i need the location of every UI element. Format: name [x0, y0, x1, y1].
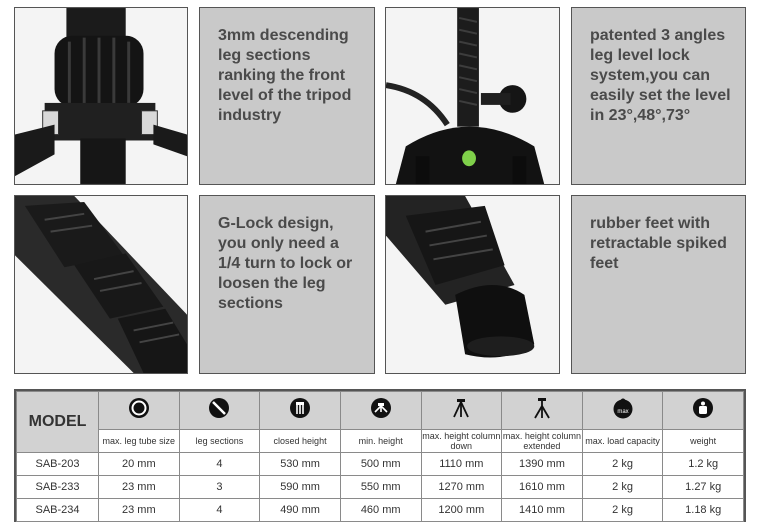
feature-text: rubber feet with retractable spiked feet — [590, 215, 727, 272]
model-cell: SAB-234 — [16, 498, 99, 522]
table-cell: 1.27 kg — [662, 475, 744, 499]
table-cell: 1110 mm — [420, 452, 503, 476]
table-cell: 490 mm — [259, 498, 341, 522]
feature-panel-angle-lock: patented 3 angles leg level lock system,… — [571, 7, 746, 185]
table-cell: 530 mm — [259, 452, 341, 476]
table-cell: 500 mm — [339, 452, 422, 476]
table-cell: 1390 mm — [501, 452, 583, 476]
center-column-illustration — [386, 8, 559, 184]
feature-panel-g-lock: G-Lock design, you only need a 1/4 turn … — [199, 195, 375, 374]
table-cell: 1.2 kg — [662, 452, 744, 476]
photo-rubber-foot — [385, 195, 560, 374]
feature-text: 3mm descending leg sections ranking the … — [218, 27, 352, 124]
spec-icon-row: MODEL max — [16, 391, 744, 453]
table-cell: 4 — [178, 452, 261, 476]
table-cell: 1200 mm — [420, 498, 503, 522]
photo-leg-lock-top — [14, 7, 188, 185]
column-label: min. height — [339, 429, 422, 453]
column-label: max. leg tube size — [98, 429, 180, 453]
weight-icon — [693, 398, 714, 418]
max-label: max — [617, 409, 628, 415]
model-cell: SAB-203 — [16, 452, 99, 476]
table-cell: 23 mm — [98, 475, 180, 499]
table-row: SAB-203 20 mm 4 530 mm 500 mm 1110 mm 13… — [16, 452, 744, 476]
table-cell: 1610 mm — [501, 475, 583, 499]
spec-table: MODEL max max. leg tube size leg section… — [14, 389, 746, 522]
tripod-icon — [453, 399, 470, 418]
table-cell: 2 kg — [581, 475, 664, 499]
table-cell: 2 kg — [581, 452, 664, 476]
rubber-foot-illustration — [386, 196, 559, 373]
table-cell: 460 mm — [339, 498, 422, 522]
feature-panel-leg-sections: 3mm descending leg sections ranking the … — [199, 7, 375, 185]
model-cell: SAB-233 — [16, 475, 99, 499]
feature-text: G-Lock design, you only need a 1/4 turn … — [218, 215, 353, 312]
table-cell: 1.18 kg — [662, 498, 744, 522]
column-label: leg sections — [178, 429, 261, 453]
table-cell: 4 — [178, 498, 261, 522]
tripod-extended-icon — [534, 398, 550, 419]
table-cell: 2 kg — [581, 498, 664, 522]
min-height-icon — [370, 398, 391, 418]
photo-g-lock-legs — [14, 195, 188, 374]
table-cell: 23 mm — [98, 498, 180, 522]
leg-lock-illustration — [15, 8, 187, 184]
g-lock-illustration — [15, 196, 187, 373]
column-label: weight — [662, 429, 744, 453]
table-cell: 590 mm — [259, 475, 341, 499]
spec-label-row: max. leg tube size leg sections closed h… — [17, 429, 744, 453]
table-cell: 20 mm — [98, 452, 180, 476]
column-label: max. height column extended — [501, 429, 583, 453]
table-cell: 550 mm — [339, 475, 422, 499]
column-label: max. load capacity — [581, 429, 664, 453]
column-label: max. height column down — [420, 429, 503, 453]
feature-text: patented 3 angles leg level lock system,… — [590, 27, 731, 124]
table-cell: 3 — [178, 475, 261, 499]
table-row: SAB-233 23 mm 3 590 mm 550 mm 1270 mm 16… — [16, 475, 744, 499]
table-cell: 1410 mm — [501, 498, 583, 522]
model-header: MODEL — [16, 391, 99, 453]
table-cell: 1270 mm — [420, 475, 503, 499]
slash-circle-icon — [209, 398, 230, 418]
tube-circle-icon — [128, 398, 149, 418]
table-row: SAB-234 23 mm 4 490 mm 460 mm 1200 mm 14… — [16, 498, 744, 522]
max-load-icon: max — [613, 398, 633, 419]
closed-tripod-icon — [290, 398, 311, 418]
photo-center-column-level — [385, 7, 560, 185]
column-label: closed height — [259, 429, 341, 453]
feature-panel-rubber-feet: rubber feet with retractable spiked feet — [571, 195, 746, 374]
